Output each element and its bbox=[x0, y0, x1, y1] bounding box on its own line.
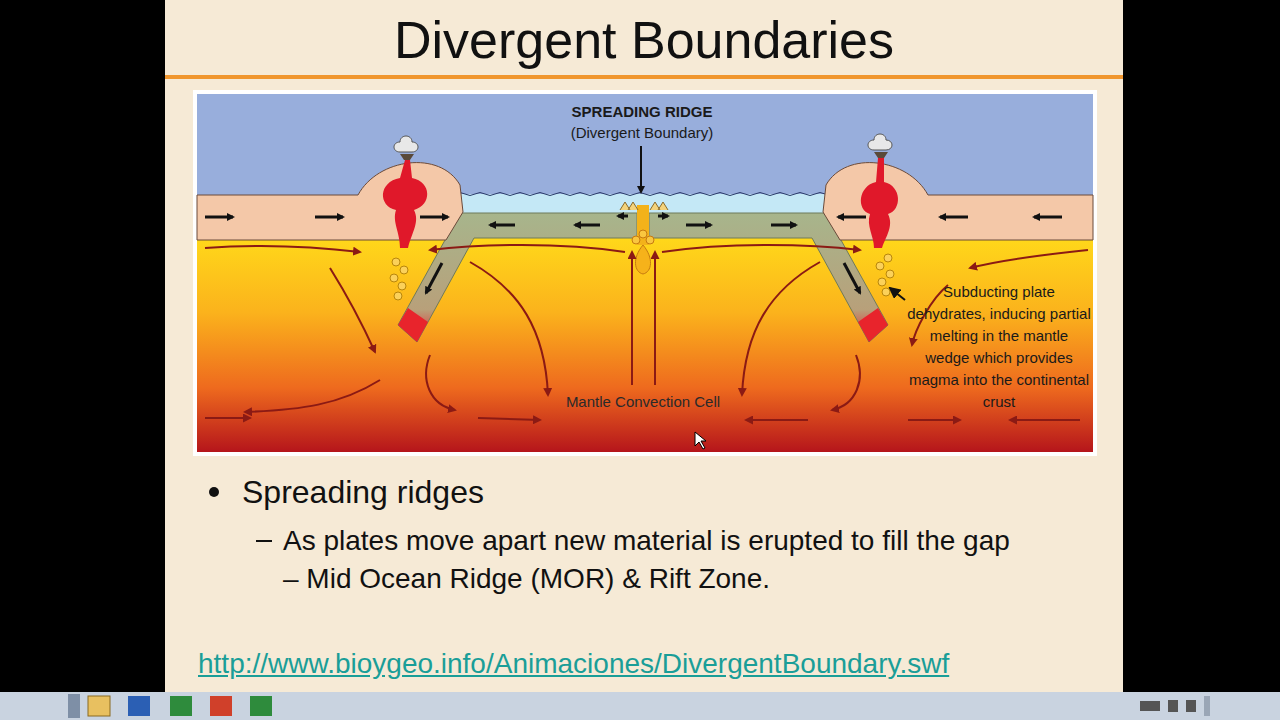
taskbar-icon bbox=[68, 694, 80, 718]
diagram-label: (Divergent Boundary) bbox=[532, 123, 752, 143]
mantle bbox=[197, 238, 1093, 452]
taskbar-icon bbox=[128, 696, 150, 716]
tray-icon bbox=[1204, 696, 1210, 716]
volcano-plume bbox=[394, 136, 418, 152]
melt-droplets bbox=[390, 254, 894, 300]
plate-motion-arrows bbox=[205, 216, 1062, 293]
taskbar-icon bbox=[250, 696, 272, 716]
taskbar-icon bbox=[210, 696, 232, 716]
tray-icon bbox=[1140, 701, 1160, 711]
taskbar-icon bbox=[170, 696, 192, 716]
magma-blob bbox=[635, 245, 650, 274]
mouse-cursor bbox=[695, 432, 706, 449]
diagram-frame bbox=[193, 90, 1097, 456]
diagram-label: Mantle Convection Cell bbox=[553, 391, 733, 413]
callout-text: Subducting plate dehydrates, inducing pa… bbox=[907, 281, 1091, 413]
volcano-plume bbox=[868, 134, 892, 150]
sub-bullet-text: As plates move apart new material is eru… bbox=[283, 522, 1023, 598]
slide-title: Divergent Boundaries bbox=[165, 8, 1123, 72]
bullet-text: Spreading ridges bbox=[242, 472, 484, 512]
callout-arrow bbox=[890, 288, 905, 300]
sea-surface bbox=[455, 193, 835, 196]
magma-chamber bbox=[861, 158, 898, 248]
tray-icon bbox=[1168, 700, 1178, 712]
bullet-dash bbox=[256, 540, 272, 542]
slide-background bbox=[165, 0, 1123, 692]
title-rule bbox=[165, 75, 1123, 79]
magma-chamber bbox=[383, 160, 427, 248]
taskbar bbox=[0, 692, 1280, 720]
ridge-pointer bbox=[640, 146, 642, 192]
link-text: http://www.bioygeo.info/Animaciones/Dive… bbox=[198, 646, 949, 682]
slab-tip bbox=[858, 308, 888, 342]
tray-icon bbox=[1186, 700, 1196, 712]
slab-tip bbox=[398, 308, 428, 342]
diagram-label: SPREADING RIDGE bbox=[542, 102, 742, 122]
taskbar-icon bbox=[88, 696, 110, 716]
bullet-dot bbox=[209, 487, 219, 497]
ridge-crest bbox=[620, 202, 668, 210]
